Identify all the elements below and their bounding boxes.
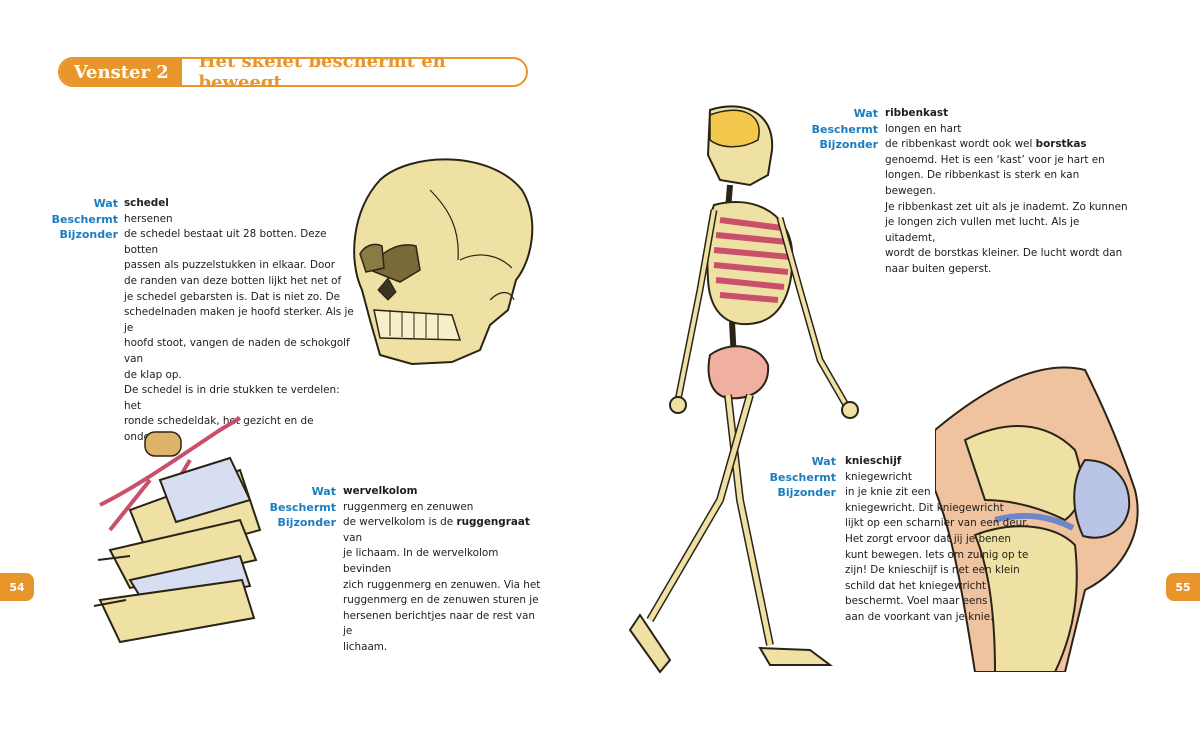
- schedel-line: passen als puzzelstukken in elkaar. Door: [124, 259, 335, 272]
- knieschijf-line: aan de voorkant van je knie.: [845, 610, 994, 623]
- wervelkolom-wat: wervelkolom: [343, 485, 418, 497]
- page-title: Het skelet beschermt en beweegt: [198, 57, 446, 87]
- wervelkolom-labels: Wat Beschermt Bijzonder: [256, 484, 336, 531]
- label-bijzonder: Bijzonder: [277, 516, 336, 530]
- schedel-line: de randen van deze botten lijkt het net …: [124, 274, 342, 287]
- label-beschermt: Beschermt: [769, 470, 836, 484]
- ribbenkast-line: naar buiten geperst.: [885, 262, 992, 275]
- label-bijzonder: Bijzonder: [819, 138, 878, 152]
- knieschijf-labels: Wat Beschermt Bijzonder: [758, 454, 836, 501]
- vertebrae-illustration: [93, 416, 262, 644]
- ribbenkast-labels: Wat Beschermt Bijzonder: [800, 106, 878, 153]
- knieschijf-line: in je knie zit een: [845, 486, 931, 499]
- schedel-line: De schedel is in drie stukken te verdele…: [124, 384, 340, 412]
- wervelkolom-bold: ruggengraat: [456, 516, 530, 529]
- schedel-line: de schedel bestaat uit 28 botten. Deze b…: [124, 228, 327, 256]
- schedel-line: de klap op.: [124, 368, 182, 381]
- wervelkolom-text: wervelkolom ruggenmerg en zenuwen de wer…: [343, 484, 543, 656]
- schedel-text: schedel hersenen de schedel bestaat uit …: [124, 196, 354, 446]
- wervelkolom-first-line: de wervelkolom is de ruggengraat van: [343, 515, 543, 546]
- wervelkolom-beschermt: ruggenmerg en zenuwen: [343, 500, 474, 513]
- label-beschermt: Beschermt: [269, 500, 336, 514]
- label-wat: Wat: [311, 485, 336, 498]
- wervelkolom-line: je lichaam. In de wervelkolom bevinden: [343, 547, 499, 575]
- ribbenkast-wat: ribbenkast: [885, 107, 949, 119]
- label-beschermt: Beschermt: [811, 122, 878, 136]
- knieschijf-line: kniegewricht. Dit kniegewricht: [845, 501, 1004, 514]
- skeleton-illustration: [628, 105, 859, 674]
- label-bijzonder: Bijzonder: [59, 228, 118, 242]
- ribbenkast-bold: borstkas: [1035, 138, 1087, 151]
- schedel-line: hoofd stoot, vangen de naden de schokgol…: [124, 337, 350, 365]
- knee-illustration: [935, 366, 1139, 672]
- skull-illustration: [353, 158, 534, 366]
- label-wat: Wat: [853, 107, 878, 120]
- page-number-right: 55: [1166, 573, 1200, 601]
- page-number-left: 54: [0, 573, 34, 601]
- knieschijf-line: lijkt op een scharnier van een deur.: [845, 517, 1029, 530]
- wervelkolom-line: ruggenmerg en de zenuwen sturen je: [343, 594, 539, 607]
- wervelkolom-line: hersenen berichtjes naar de rest van je: [343, 609, 535, 638]
- ribbenkast-beschermt: longen en hart: [885, 122, 962, 135]
- ribbenkast-line: genoemd. Het is een ‘kast’ voor je hart …: [885, 153, 1105, 166]
- knieschijf-wat: knieschijf: [845, 455, 902, 467]
- knieschijf-text: knieschijf kniegewricht in je knie zit e…: [845, 454, 1040, 626]
- knieschijf-line: beschermt. Voel maar eens: [845, 595, 988, 608]
- label-beschermt: Beschermt: [51, 212, 118, 226]
- knieschijf-line: schild dat het kniegewricht: [845, 579, 986, 592]
- knieschijf-beschermt: kniegewricht: [845, 470, 912, 483]
- wervelkolom-post: van: [343, 531, 363, 544]
- ribbenkast-line: longen. De ribbenkast is sterk en kan be…: [885, 169, 1080, 197]
- wervelkolom-pre: de wervelkolom is de: [343, 516, 457, 529]
- window-label: Venster 2: [60, 59, 183, 85]
- wervelkolom-line: lichaam.: [343, 640, 388, 653]
- ribbenkast-text: ribbenkast longen en hart de ribbenkast …: [885, 106, 1130, 278]
- schedel-beschermt: hersenen: [124, 212, 173, 225]
- ribbenkast-pre: de ribbenkast wordt ook wel: [885, 138, 1036, 151]
- schedel-line: schedelnaden maken je hoofd sterker. Als…: [124, 306, 354, 334]
- knieschijf-line: kunt bewegen. Iets om zuinig op te: [845, 548, 1029, 561]
- knieschijf-line: Het zorgt ervoor dat jij je benen: [845, 532, 1011, 545]
- schedel-labels: Wat Beschermt Bijzonder: [40, 196, 118, 243]
- ribbenkast-first-line: de ribbenkast wordt ook wel borstkas: [885, 137, 1130, 153]
- ribbenkast-line: Je ribbenkast zet uit als je inademt. Zo…: [885, 200, 1128, 213]
- schedel-wat: schedel: [124, 197, 169, 209]
- knieschijf-line: zijn! De knieschijf is net een klein: [845, 564, 1020, 577]
- label-wat: Wat: [811, 455, 836, 468]
- section-banner: Venster 2 Het skelet beschermt en beweeg…: [58, 57, 528, 87]
- ribbenkast-line: wordt de borstkas kleiner. De lucht word…: [885, 247, 1123, 260]
- schedel-line: je schedel gebarsten is. Dat is niet zo.…: [124, 290, 340, 303]
- wervelkolom-line: zich ruggenmerg en zenuwen. Via het: [343, 578, 541, 591]
- ribbenkast-line: je longen zich vullen met lucht. Als je …: [885, 216, 1080, 244]
- label-wat: Wat: [93, 197, 118, 210]
- label-bijzonder: Bijzonder: [777, 486, 836, 500]
